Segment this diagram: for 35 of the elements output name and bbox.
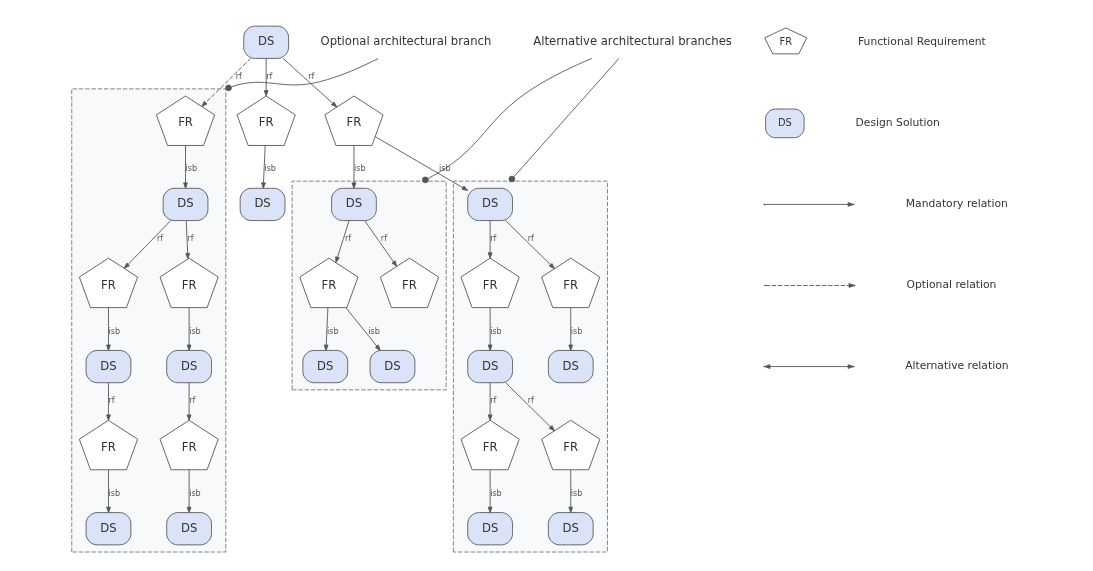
legend-label: Design Solution [855, 116, 940, 130]
edge-label: isb [188, 326, 201, 336]
edge-label: isb [570, 488, 582, 498]
edge-label: rf [235, 72, 242, 82]
edge-label: isb [108, 326, 120, 336]
edge-label: isb [326, 326, 339, 336]
label: DS [777, 116, 792, 128]
edge-label: rf [344, 234, 351, 244]
edge-label: isb [353, 164, 366, 174]
legend-label: Mandatory relation [905, 197, 1008, 211]
edge-label: isb [263, 164, 276, 174]
legend-label: Alternative relation [904, 359, 1009, 373]
edge-label: rf [380, 234, 387, 244]
edge-label: rf [186, 234, 194, 244]
node-text: Optional architectural branch [320, 34, 491, 49]
edge-label: isb [489, 326, 502, 336]
edge-label: isb [188, 488, 201, 498]
edge-label: isb [108, 488, 120, 498]
edge-label: rf [527, 234, 534, 244]
legend-label: Functional Requirement [857, 35, 986, 49]
edge-label: rf [489, 396, 496, 406]
edge-label: isb [367, 326, 380, 336]
edge-label: rf [489, 234, 496, 244]
edge-label: isb [570, 326, 582, 336]
edge-label: rf [156, 234, 163, 244]
node-text: Alternative architectural branches [532, 34, 732, 49]
legend-label: Optional relation [906, 278, 996, 292]
edge-label: rf [188, 396, 195, 406]
edge-label: rf [527, 396, 534, 406]
label: FR [778, 35, 792, 47]
edge-label: isb [489, 488, 502, 498]
edge-label: rf [265, 72, 272, 82]
edge-label: rf [108, 396, 115, 406]
edge-label: isb [185, 164, 197, 174]
edge-label: rf [307, 72, 314, 82]
